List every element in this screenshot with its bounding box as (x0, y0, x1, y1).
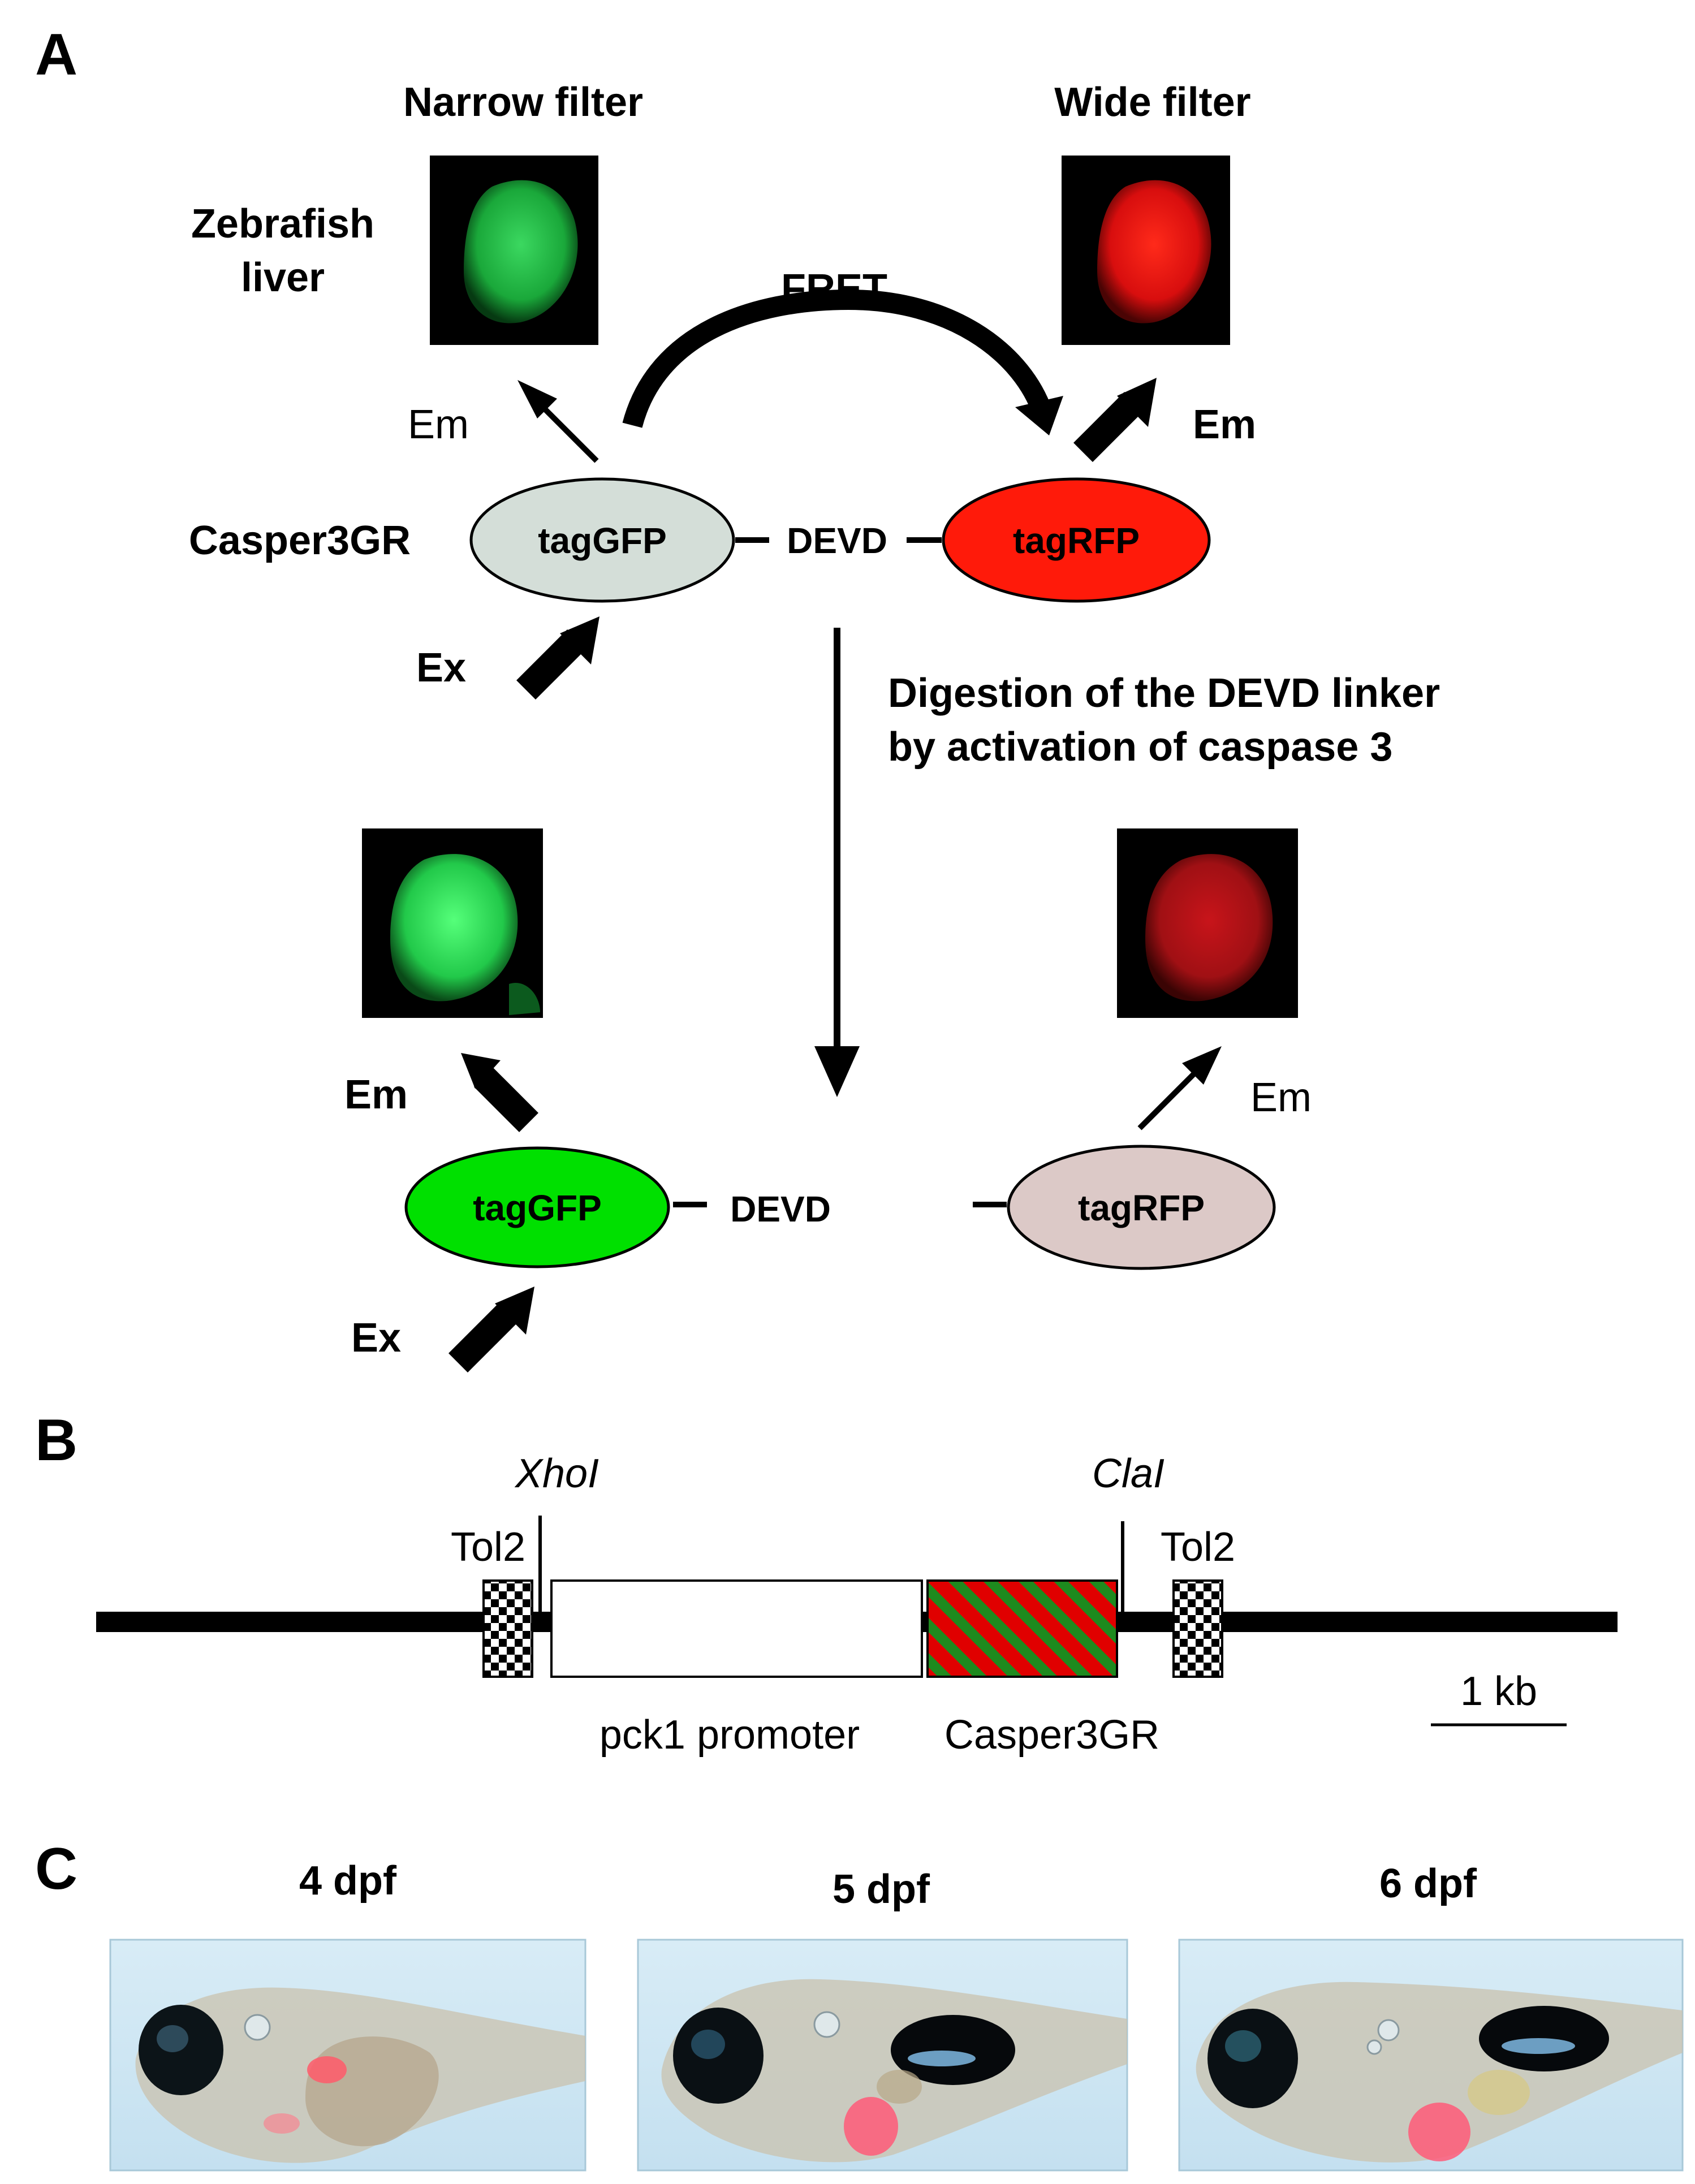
em-label-left-top: Em (408, 402, 469, 447)
claI-site-label: ClaI (1092, 1451, 1164, 1496)
larva-image-5dpf (637, 1939, 1128, 2172)
fret-label: FRET (781, 266, 887, 312)
tissue-label-line1: Zebrafish (191, 201, 374, 247)
tagGFP-active (404, 1146, 670, 1268)
em-arrow-right-bottom (1137, 1067, 1201, 1130)
tagRFP-active (942, 477, 1211, 603)
ex-arrowhead-bottom (495, 1287, 534, 1335)
red-image-bottom (1117, 828, 1298, 1018)
cleavage-arrowhead (814, 1046, 860, 1097)
fret-arrowhead (1015, 396, 1063, 435)
ex-arrow-top (516, 629, 586, 700)
em-label-right-top: Em (1193, 402, 1256, 447)
ex-label-top: Ex (416, 645, 466, 690)
em-arrowhead-right-bottom (1182, 1046, 1222, 1085)
tol2-left-label: Tol2 (451, 1525, 525, 1570)
tissue-label-line2: liver (241, 255, 325, 300)
xhoI-site-label: XhoI (514, 1451, 599, 1496)
linker-bottom-label: DEVD (730, 1189, 831, 1229)
tol2-right-label: Tol2 (1161, 1525, 1235, 1570)
casper3gr-insert-label: Casper3GR (944, 1712, 1159, 1758)
ex-arrowhead-top (560, 616, 599, 664)
wide-filter-title: Wide filter (1054, 80, 1250, 125)
linker-top-label: DEVD (787, 520, 887, 561)
em-arrowhead-right-top (1117, 378, 1157, 427)
em-arrow-right-top (1073, 392, 1144, 462)
em-arrow-left-top (535, 399, 599, 463)
pck1-promoter-label: pck1 promoter (599, 1712, 860, 1758)
stage-label-5dpf: 5 dpf (833, 1867, 930, 1912)
tagGFP-inactive-label: tagGFP (538, 520, 667, 561)
em-label-left-bottom: Em (344, 1072, 408, 1117)
em-arrow-left-bottom (474, 1068, 538, 1132)
em-label-right-bottom: Em (1250, 1075, 1312, 1120)
tagRFP-active-label: tagRFP (1013, 520, 1140, 561)
narrow-filter-title: Narrow filter (403, 80, 643, 125)
em-arrowhead-left-bottom (461, 1053, 501, 1089)
construct-label: Casper3GR (189, 518, 411, 563)
panel-c-letter: C (35, 1836, 77, 1902)
green-image-bottom (362, 828, 543, 1018)
ex-arrow-bottom (448, 1302, 519, 1372)
tagRFP-inactive-label: tagRFP (1078, 1188, 1205, 1228)
tol2-left-box (482, 1579, 533, 1678)
tagGFP-inactive (469, 477, 735, 603)
casper3gr-box (926, 1579, 1118, 1678)
fret-arrow (622, 289, 1050, 428)
stage-label-4dpf: 4 dpf (299, 1858, 397, 1904)
pck1-promoter-box (550, 1579, 923, 1678)
tagGFP-active-label: tagGFP (473, 1188, 602, 1228)
narrow-filter-image-top (430, 156, 598, 345)
panel-a-letter: A (35, 22, 77, 88)
tol2-right-box (1172, 1579, 1223, 1678)
cleavage-label-line1: Digestion of the DEVD linker (888, 671, 1440, 716)
stage-label-6dpf: 6 dpf (1379, 1861, 1477, 1906)
larva-image-6dpf (1178, 1939, 1684, 2172)
panel-b-letter: B (35, 1408, 77, 1473)
em-arrowhead-left-top (517, 380, 557, 418)
cleavage-label-line2: by activation of caspase 3 (888, 724, 1392, 770)
tagRFP-inactive (1007, 1145, 1276, 1270)
larva-image-4dpf (109, 1939, 586, 2172)
ex-label-bottom: Ex (351, 1315, 401, 1361)
scale-bar-label: 1 kb (1460, 1669, 1537, 1714)
wide-filter-image-top (1062, 156, 1230, 345)
